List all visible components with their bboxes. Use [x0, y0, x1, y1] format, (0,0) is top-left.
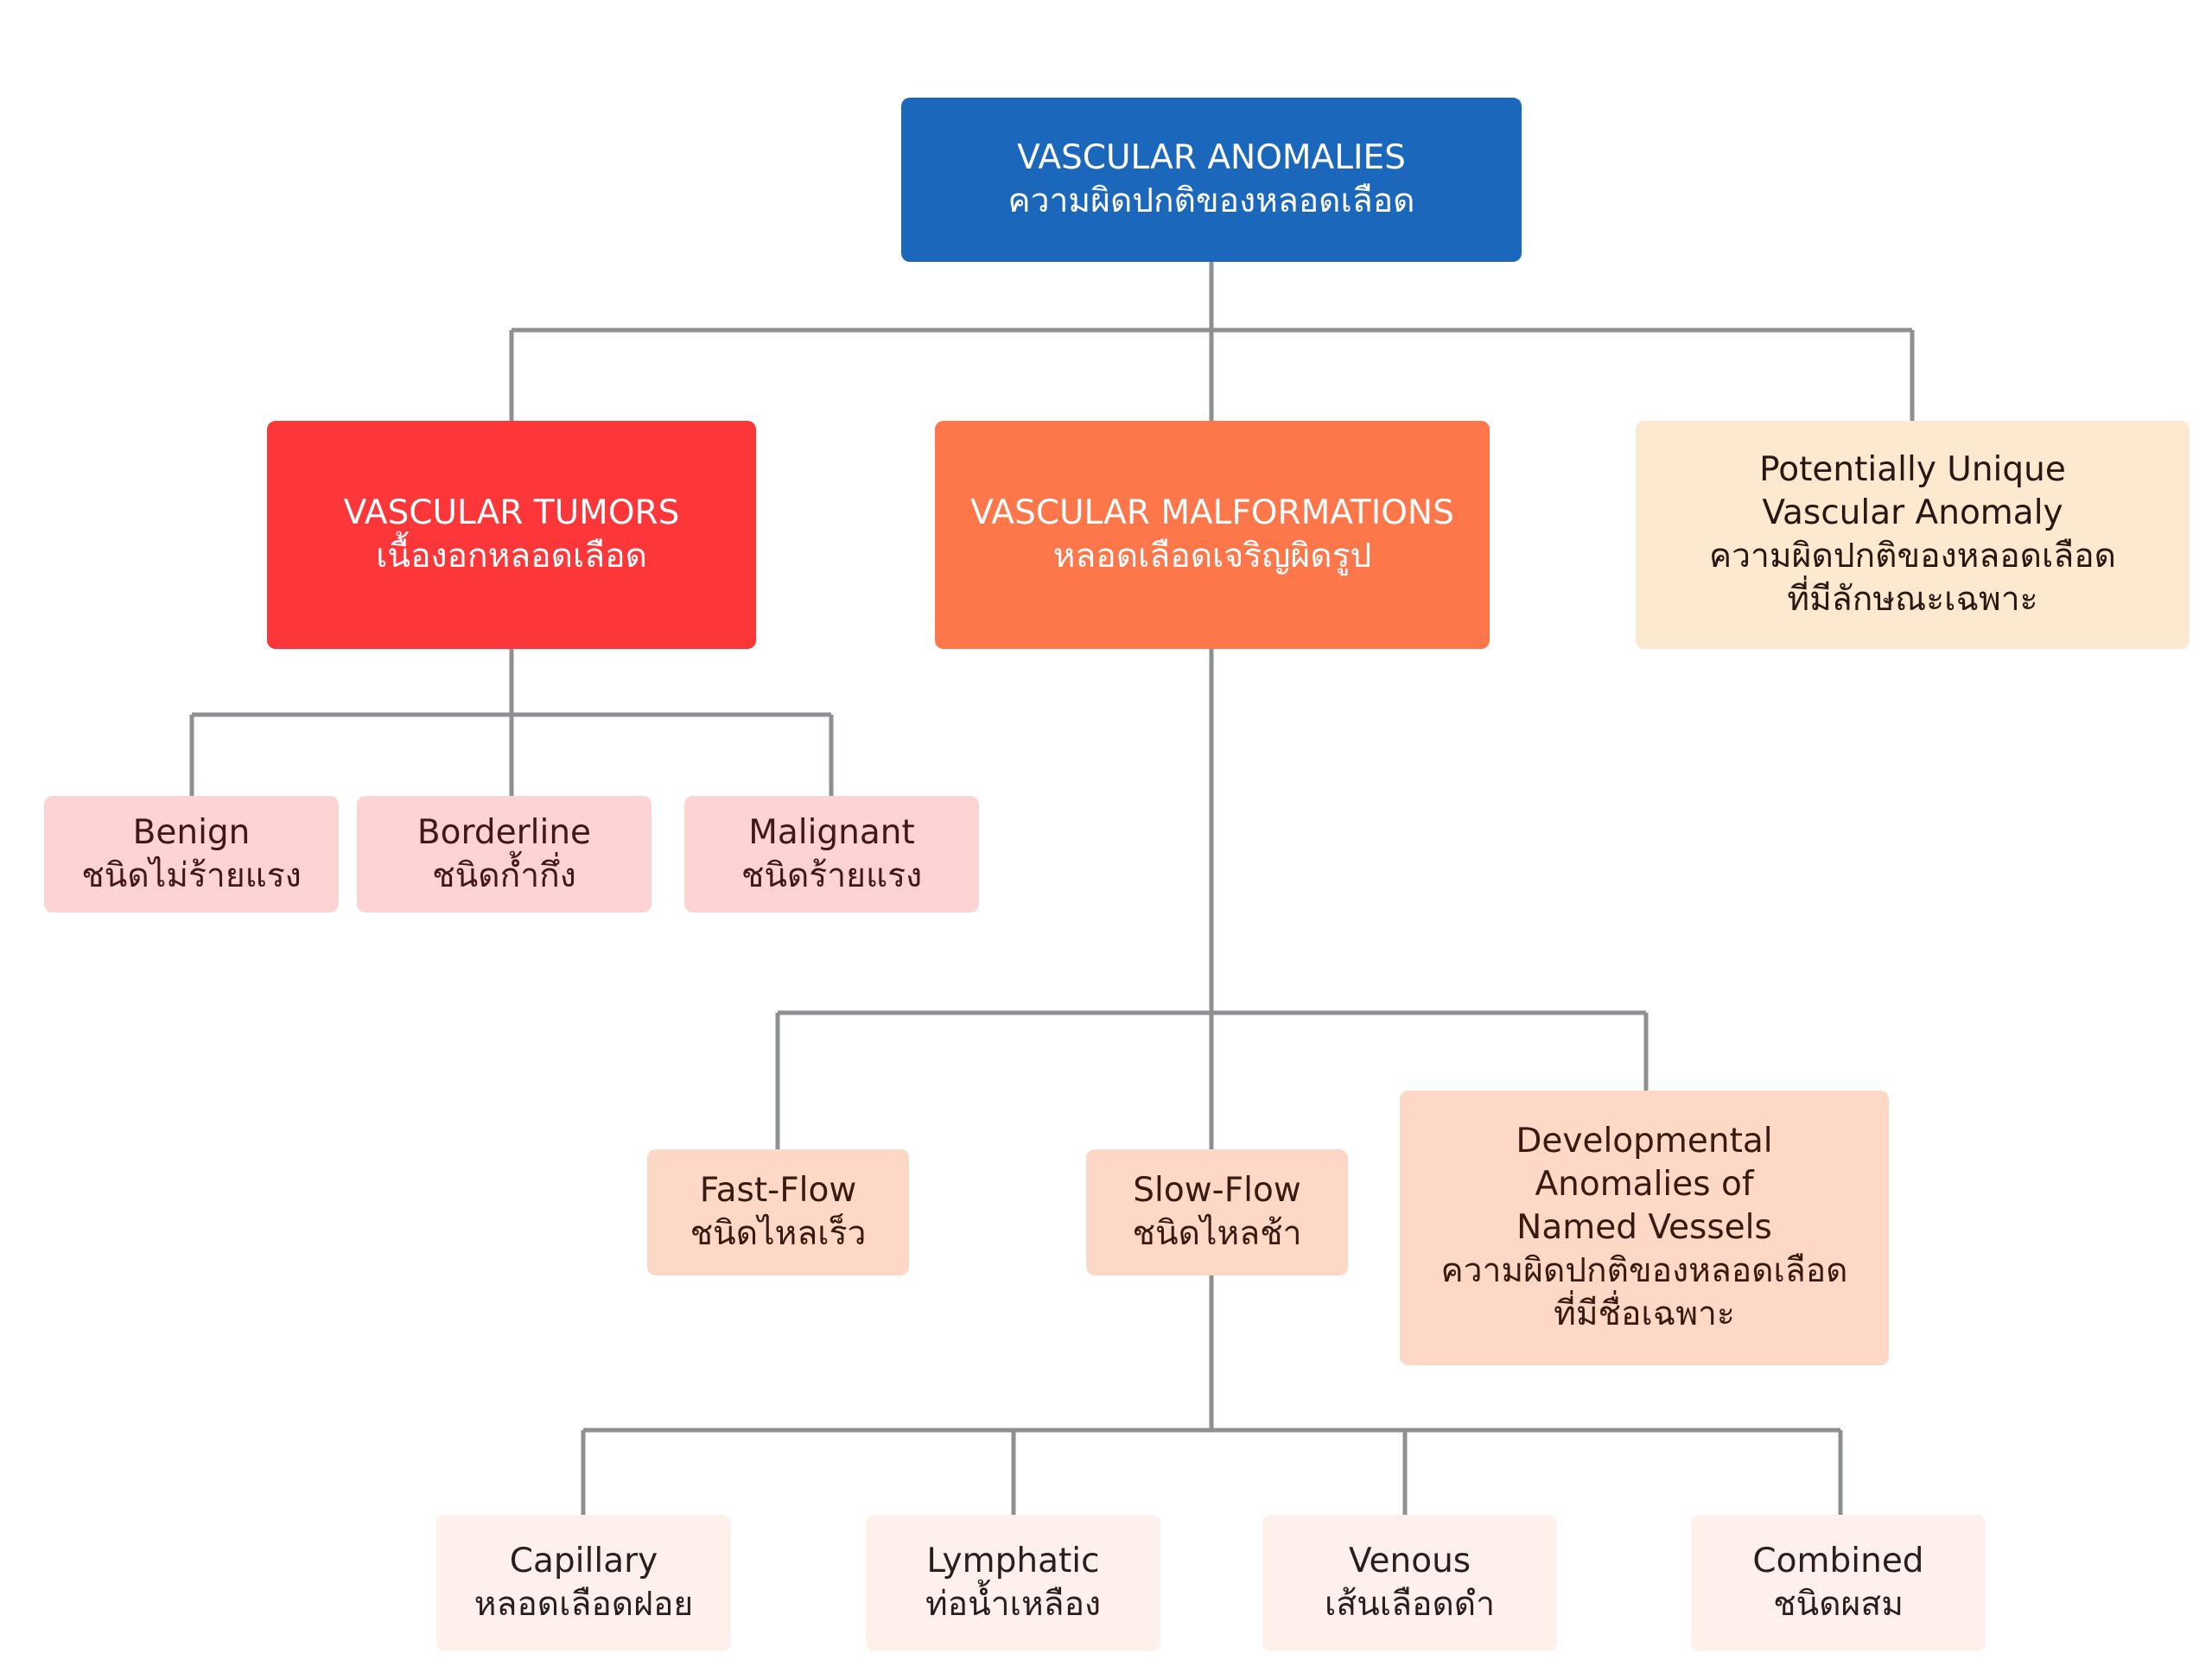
lymphatic-node: Lymphatic ท่อน้ำเหลือง — [866, 1515, 1160, 1651]
node-text-line: ความผิดปกติของหลอดเลือด — [1709, 537, 2116, 576]
node-subtitle: ชนิดไหลเร็ว — [690, 1214, 867, 1253]
connector-tumors-to-subtypes — [189, 646, 834, 797]
node-title: Combined — [1752, 1542, 1924, 1580]
node-subtitle: ความผิดปกติของหลอดเลือด — [1007, 181, 1415, 220]
node-title: Capillary — [509, 1542, 658, 1580]
node-subtitle: เนื้องอกหลอดเลือด — [376, 537, 647, 576]
node-subtitle: ชนิดร้ายแรง — [741, 855, 923, 895]
connector-slowflow-to-subtypes — [581, 1275, 1843, 1517]
potentially-unique-anomaly-node: Potentially Unique Vascular Anomaly ความ… — [1636, 421, 2190, 649]
node-subtitle: ชนิดก้ำกึ่ง — [432, 855, 576, 895]
node-subtitle: ท่อน้ำเหลือง — [925, 1585, 1102, 1624]
combined-node: Combined ชนิดผสม — [1691, 1515, 1986, 1651]
node-title: VASCULAR TUMORS — [343, 493, 680, 532]
node-text-line: Anomalies of — [1535, 1165, 1754, 1204]
node-title: Venous — [1348, 1542, 1471, 1580]
vascular-malformations-node: VASCULAR MALFORMATIONS หลอดเลือดเจริญผิด… — [935, 421, 1490, 649]
node-subtitle: หลอดเลือดเจริญผิดรูป — [1052, 537, 1372, 576]
benign-node: Benign ชนิดไม่ร้ายแรง — [44, 796, 339, 913]
node-text-line: ที่มีชื่อเฉพาะ — [1554, 1294, 1735, 1333]
borderline-node: Borderline ชนิดก้ำกึ่ง — [357, 796, 652, 913]
node-subtitle: ชนิดไม่ร้ายแรง — [81, 855, 302, 895]
node-subtitle: เส้นเลือดดำ — [1325, 1585, 1495, 1624]
venous-node: Venous เส้นเลือดดำ — [1262, 1515, 1557, 1651]
connector-malformations-to-flow-types — [775, 646, 1649, 1151]
node-title: Malignant — [748, 812, 915, 852]
slow-flow-node: Slow-Flow ชนิดไหลช้า — [1086, 1149, 1348, 1275]
node-title: VASCULAR ANOMALIES — [1017, 138, 1406, 177]
node-text-line: Potentially Unique — [1759, 450, 2066, 489]
capillary-node: Capillary หลอดเลือดฝอย — [436, 1515, 731, 1651]
node-title: Borderline — [416, 812, 592, 852]
node-title: VASCULAR MALFORMATIONS — [970, 493, 1454, 532]
node-subtitle: หลอดเลือดฝอย — [474, 1585, 694, 1624]
node-title: Lymphatic — [926, 1542, 1100, 1580]
node-text-line: Vascular Anomaly — [1762, 493, 2063, 532]
developmental-anomalies-node: Developmental Anomalies of Named Vessels… — [1400, 1091, 1889, 1365]
node-title: Fast-Flow — [699, 1171, 857, 1210]
malignant-node: Malignant ชนิดร้ายแรง — [684, 796, 979, 913]
node-subtitle: ชนิดผสม — [1773, 1585, 1904, 1624]
fast-flow-node: Fast-Flow ชนิดไหลเร็ว — [647, 1149, 909, 1275]
node-subtitle: ชนิดไหลช้า — [1132, 1214, 1302, 1253]
node-text-line: ความผิดปกติของหลอดเลือด — [1440, 1251, 1848, 1290]
node-text-line: Developmental — [1516, 1122, 1773, 1161]
vascular-tumors-node: VASCULAR TUMORS เนื้องอกหลอดเลือด — [267, 421, 756, 649]
node-title: Benign — [132, 812, 251, 852]
connector-root-to-level1 — [509, 259, 1915, 422]
node-text-line: ที่มีลักษณะเฉพาะ — [1787, 580, 2038, 619]
node-text-line: Named Vessels — [1516, 1208, 1772, 1247]
node-title: Slow-Flow — [1133, 1171, 1301, 1210]
vascular-anomalies-node: VASCULAR ANOMALIES ความผิดปกติของหลอดเลื… — [901, 98, 1522, 262]
